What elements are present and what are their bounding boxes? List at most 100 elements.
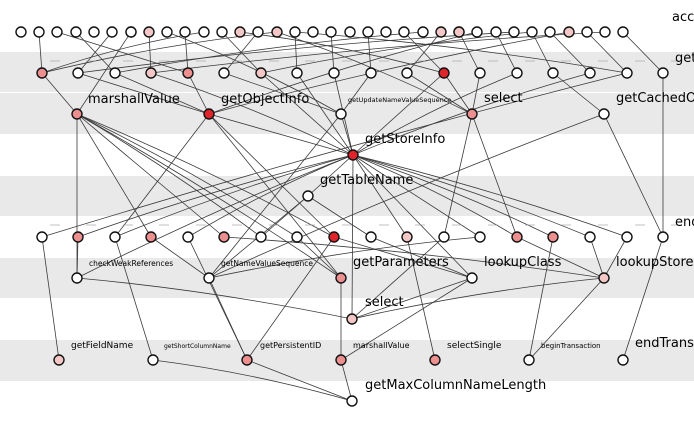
graph-node[interactable]	[71, 108, 83, 120]
row-band	[0, 258, 694, 298]
graph-node[interactable]	[241, 354, 253, 366]
graph-node[interactable]	[51, 26, 63, 38]
graph-node[interactable]	[621, 67, 633, 79]
graph-node[interactable]	[508, 26, 520, 38]
graph-node[interactable]	[216, 26, 228, 38]
call-edge	[352, 72, 518, 156]
graph-node[interactable]	[563, 26, 575, 38]
graph-node[interactable]	[328, 231, 340, 243]
graph-node[interactable]	[438, 67, 450, 79]
graph-node[interactable]	[398, 26, 410, 38]
graph-node[interactable]	[218, 67, 230, 79]
graph-node[interactable]	[347, 149, 359, 161]
graph-node[interactable]	[526, 26, 538, 38]
graph-node[interactable]	[161, 26, 173, 38]
graph-node[interactable]	[362, 26, 374, 38]
graph-node[interactable]	[109, 231, 121, 243]
graph-node[interactable]	[71, 272, 83, 284]
graph-node[interactable]	[203, 272, 215, 284]
call-edge	[152, 359, 353, 402]
graph-node[interactable]	[511, 67, 523, 79]
graph-node[interactable]	[581, 26, 593, 38]
graph-node[interactable]	[15, 26, 27, 38]
graph-node[interactable]	[325, 26, 337, 38]
graph-node[interactable]	[617, 354, 629, 366]
graph-node[interactable]	[182, 231, 194, 243]
graph-node[interactable]	[657, 67, 669, 79]
graph-node[interactable]	[145, 231, 157, 243]
graph-node[interactable]	[291, 67, 303, 79]
graph-node[interactable]	[328, 67, 340, 79]
graph-node[interactable]	[125, 26, 137, 38]
graph-node[interactable]	[36, 231, 48, 243]
graph-node[interactable]	[88, 26, 100, 38]
graph-node[interactable]	[617, 26, 629, 38]
label-acc: acc	[672, 10, 694, 25]
graph-node[interactable]	[252, 26, 264, 38]
graph-node[interactable]	[429, 354, 441, 366]
graph-node[interactable]	[335, 354, 347, 366]
graph-node[interactable]	[584, 231, 596, 243]
graph-node[interactable]	[344, 26, 356, 38]
graph-node[interactable]	[346, 395, 358, 407]
graph-node[interactable]	[621, 231, 633, 243]
graph-node[interactable]	[72, 67, 84, 79]
graph-node[interactable]	[147, 354, 159, 366]
graph-node[interactable]	[109, 67, 121, 79]
graph-node[interactable]	[182, 67, 194, 79]
graph-node[interactable]	[598, 272, 610, 284]
call-edge	[166, 31, 342, 115]
call-edge	[76, 31, 132, 115]
graph-node[interactable]	[453, 26, 465, 38]
graph-node[interactable]	[438, 231, 450, 243]
graph-node[interactable]	[53, 354, 65, 366]
graph-node[interactable]	[255, 231, 267, 243]
graph-node[interactable]	[466, 272, 478, 284]
graph-node[interactable]	[289, 26, 301, 38]
graph-node[interactable]	[36, 67, 48, 79]
graph-node[interactable]	[401, 67, 413, 79]
graph-node[interactable]	[143, 26, 155, 38]
graph-node[interactable]	[490, 26, 502, 38]
graph-node[interactable]	[511, 231, 523, 243]
graph-node[interactable]	[401, 231, 413, 243]
graph-node[interactable]	[417, 26, 429, 38]
graph-node[interactable]	[145, 67, 157, 79]
graph-node[interactable]	[474, 67, 486, 79]
graph-node[interactable]	[598, 108, 610, 120]
graph-node[interactable]	[335, 272, 347, 284]
graph-node[interactable]	[335, 108, 347, 120]
graph-node[interactable]	[599, 26, 611, 38]
graph-node[interactable]	[106, 26, 118, 38]
graph-node[interactable]	[33, 26, 45, 38]
graph-node[interactable]	[584, 67, 596, 79]
graph-node[interactable]	[523, 354, 535, 366]
graph-node[interactable]	[307, 26, 319, 38]
graph-node[interactable]	[179, 26, 191, 38]
graph-node[interactable]	[234, 26, 246, 38]
graph-node[interactable]	[547, 67, 559, 79]
graph-node[interactable]	[271, 26, 283, 38]
graph-node[interactable]	[547, 231, 559, 243]
graph-node[interactable]	[380, 26, 392, 38]
graph-node[interactable]	[72, 231, 84, 243]
graph-node[interactable]	[198, 26, 210, 38]
graph-node[interactable]	[466, 108, 478, 120]
call-edge	[223, 72, 342, 115]
label-marshallValue-2: marshallValue	[353, 341, 410, 350]
graph-node[interactable]	[203, 108, 215, 120]
graph-node[interactable]	[365, 67, 377, 79]
graph-node[interactable]	[544, 26, 556, 38]
graph-node[interactable]	[218, 231, 230, 243]
graph-node[interactable]	[365, 231, 377, 243]
graph-node[interactable]	[474, 231, 486, 243]
graph-node[interactable]	[657, 231, 669, 243]
graph-node[interactable]	[70, 26, 82, 38]
graph-node[interactable]	[255, 67, 267, 79]
graph-node[interactable]	[302, 190, 314, 202]
graph-node[interactable]	[291, 231, 303, 243]
graph-node[interactable]	[346, 313, 358, 325]
graph-node[interactable]	[471, 26, 483, 38]
graph-node[interactable]	[435, 26, 447, 38]
call-edge	[114, 236, 154, 361]
